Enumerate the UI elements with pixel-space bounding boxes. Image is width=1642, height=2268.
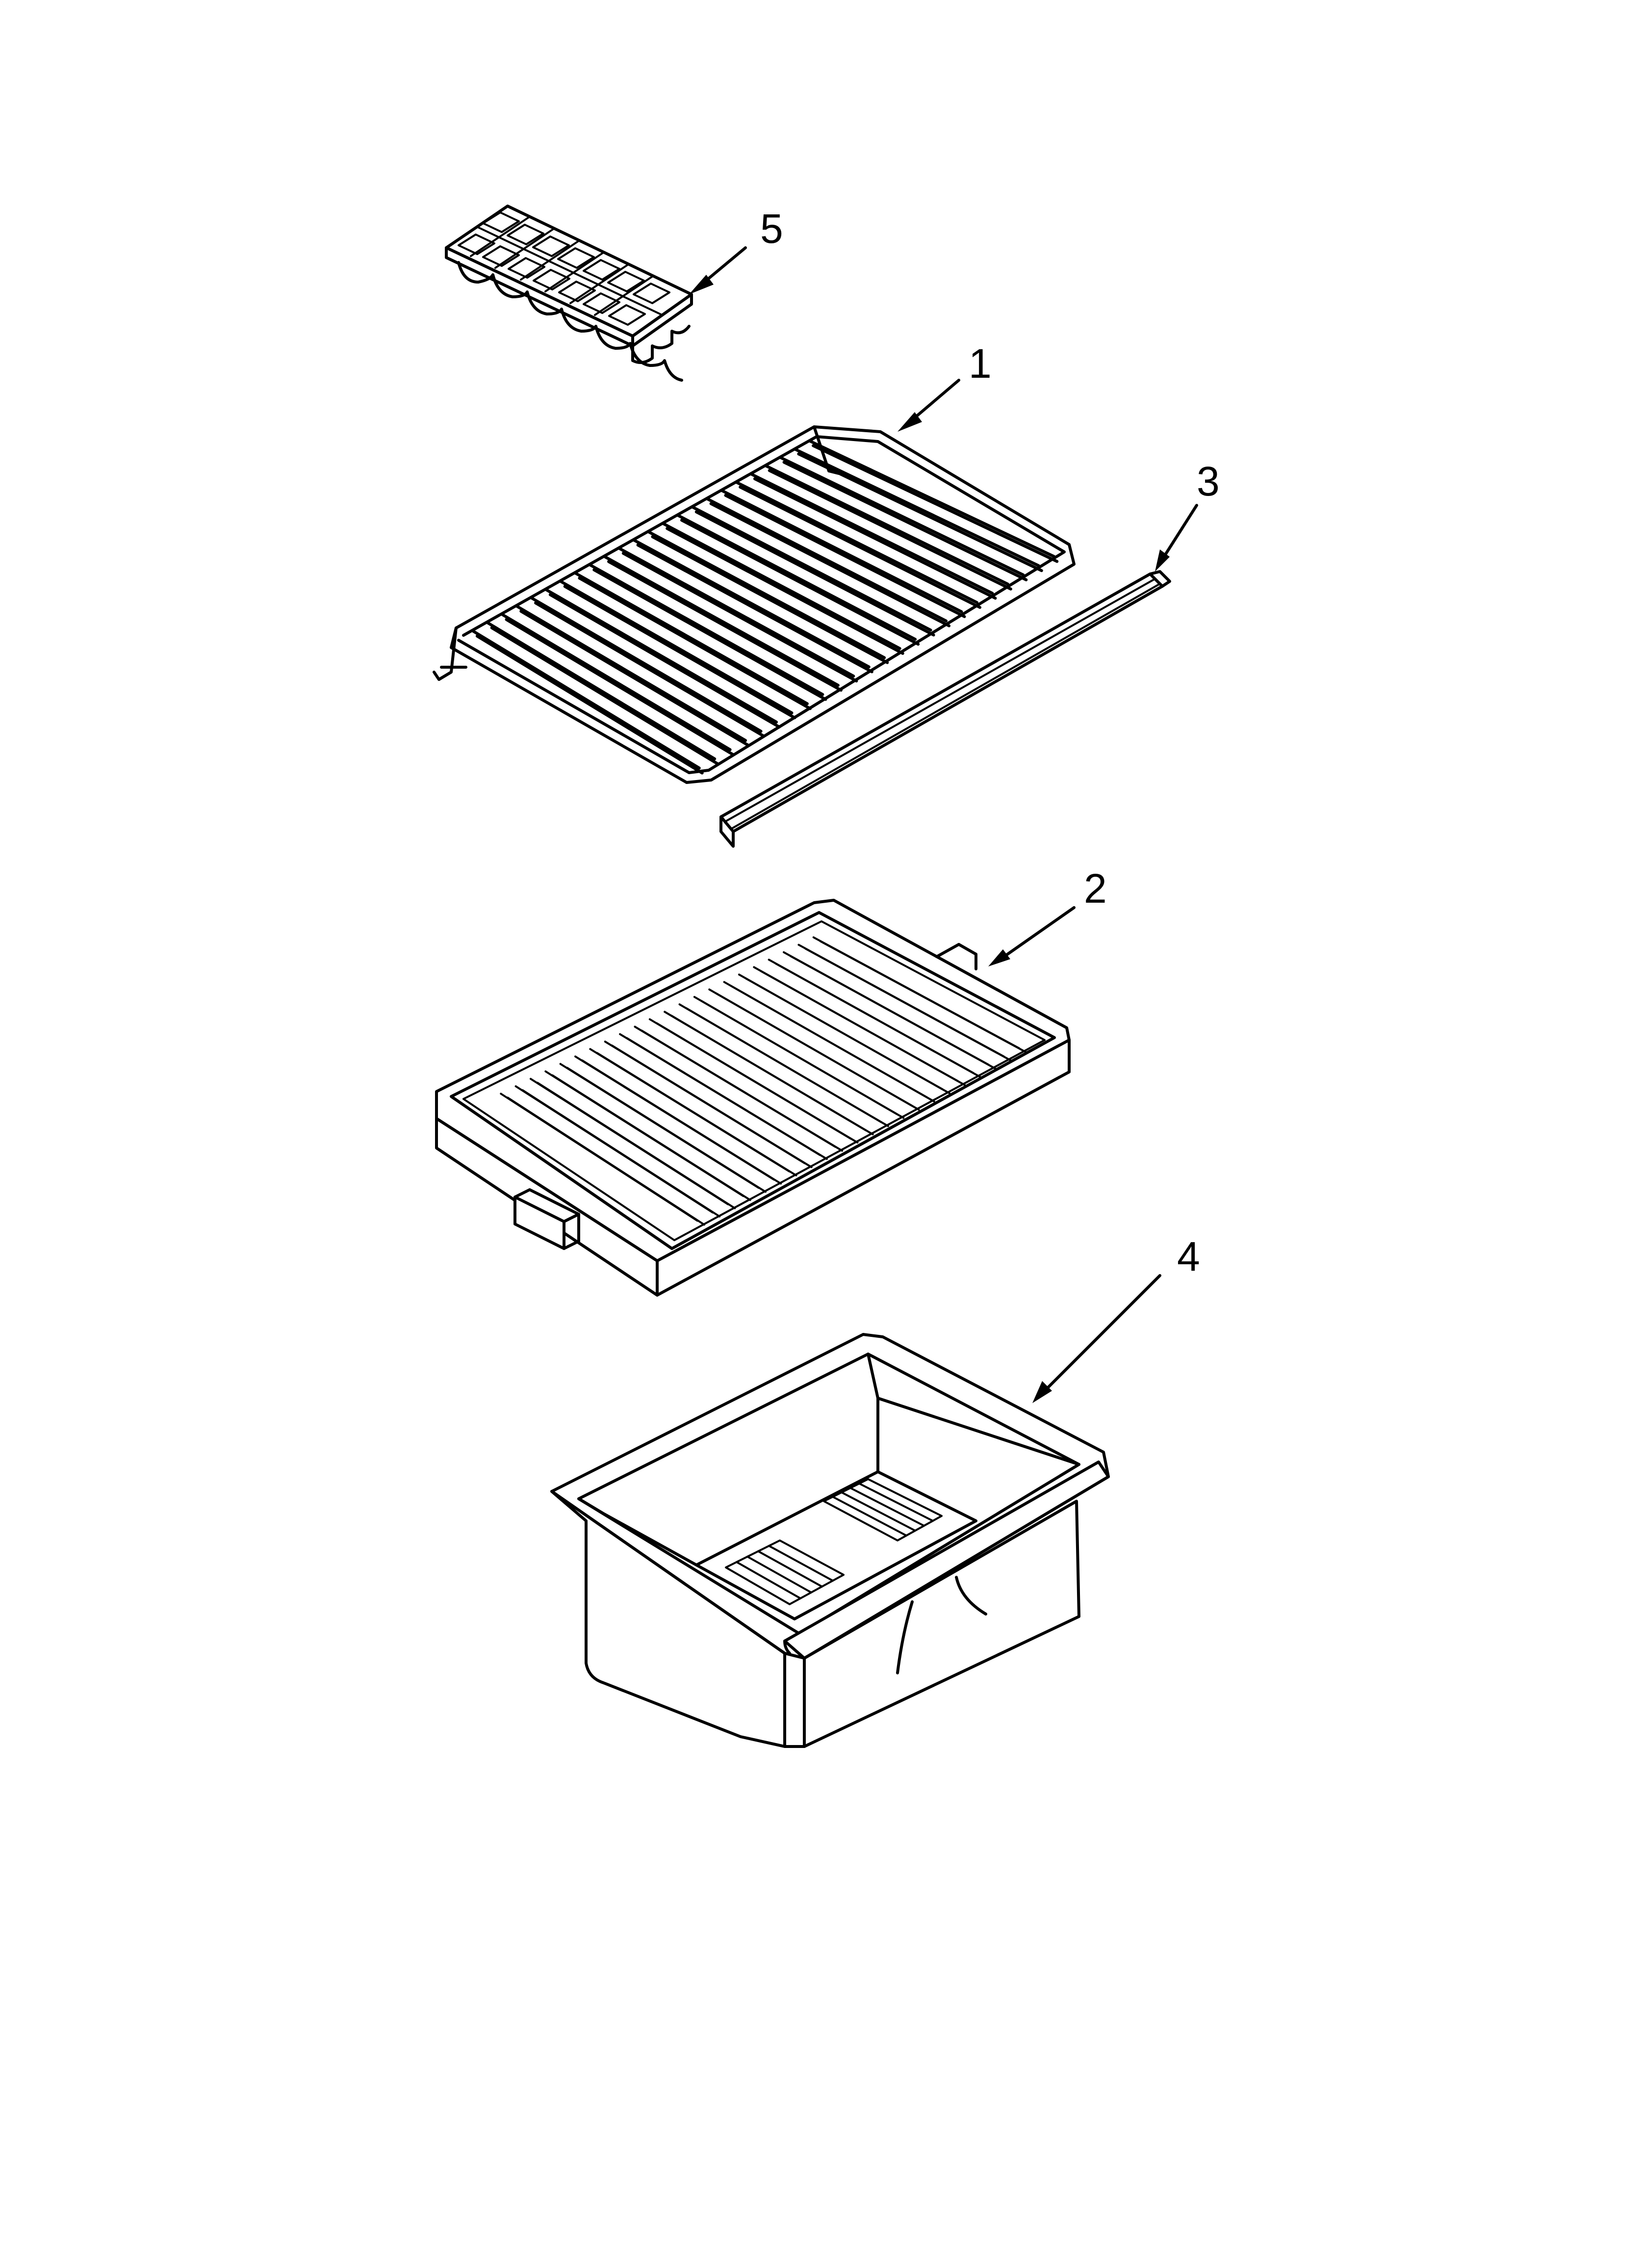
ice-cube-tray: [445, 205, 693, 382]
callout-1-label: 1: [969, 340, 992, 387]
crisper-cover-shelf: [435, 899, 1071, 1297]
callout-4-label: 4: [1177, 1233, 1200, 1279]
callout-1: 1: [898, 340, 992, 432]
crisper-pan: [550, 1333, 1110, 1748]
pan-ribs: [736, 1483, 934, 1599]
wire-shelf: [433, 425, 1076, 784]
callout-4: 4: [1032, 1233, 1200, 1403]
cover-slots: [500, 936, 1027, 1226]
shelf-wires: [471, 439, 1059, 775]
callout-3: 3: [1155, 458, 1220, 572]
callout-5-label: 5: [760, 206, 783, 252]
callout-5: 5: [689, 206, 783, 294]
callout-2-label: 2: [1084, 865, 1107, 912]
callout-2: 2: [988, 865, 1107, 966]
shelf-trim-strip: [719, 570, 1171, 848]
callout-3-label: 3: [1197, 458, 1220, 504]
